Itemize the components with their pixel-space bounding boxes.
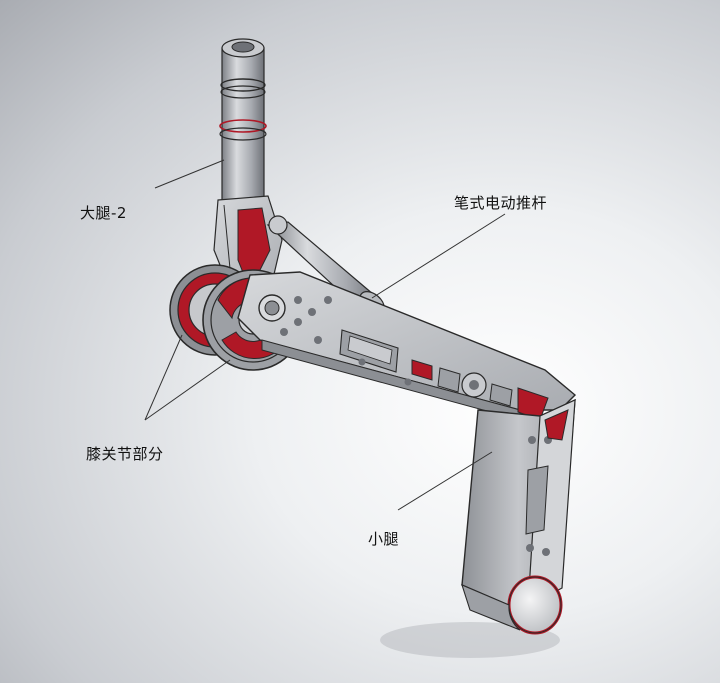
leader-actuator bbox=[371, 213, 506, 299]
foot-ring bbox=[461, 575, 563, 635]
label-actuator: 笔式电动推杆 bbox=[454, 194, 548, 212]
label-thigh: 大腿-2 bbox=[80, 204, 127, 222]
ground-shadow bbox=[380, 622, 560, 658]
leader-knee-2 bbox=[144, 359, 231, 421]
leader-thigh bbox=[154, 159, 225, 189]
leader-lines bbox=[144, 159, 506, 511]
leader-shank bbox=[397, 451, 493, 511]
label-knee: 膝关节部分 bbox=[86, 445, 164, 463]
thigh-tube bbox=[219, 38, 267, 214]
leader-knee-1 bbox=[144, 334, 183, 421]
shank-plate bbox=[237, 271, 577, 421]
label-shank: 小腿 bbox=[368, 530, 400, 548]
shank-vertical bbox=[461, 398, 576, 611]
